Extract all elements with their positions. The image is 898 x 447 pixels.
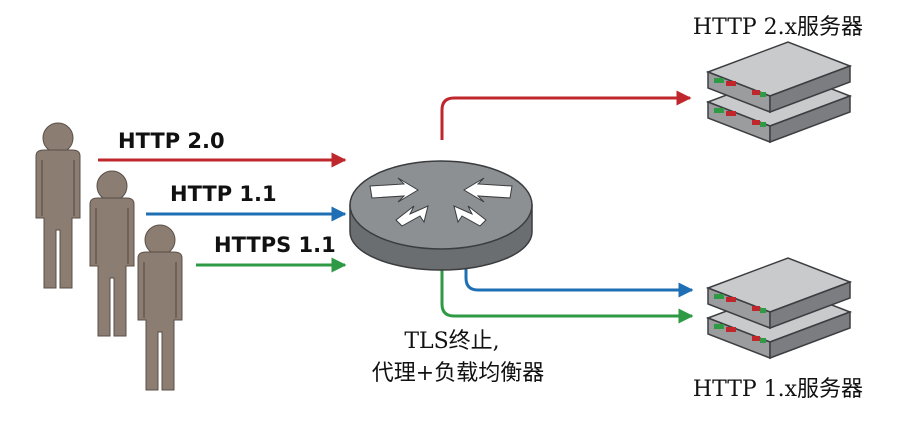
server-stack-icon-top bbox=[707, 41, 851, 143]
server-label-top: HTTP 2.x服务器 bbox=[693, 15, 863, 40]
user-group-icon bbox=[35, 122, 183, 391]
router-icon bbox=[349, 160, 533, 271]
protocol-label-http11: HTTP 1.1 bbox=[170, 182, 277, 206]
person-figure bbox=[137, 224, 183, 391]
arrow-to-http2-server bbox=[440, 90, 692, 140]
server-stack-icon-bottom bbox=[707, 257, 851, 359]
person-figure bbox=[89, 170, 135, 337]
protocol-label-https11: HTTPS 1.1 bbox=[214, 233, 336, 257]
arrow-to-http1-server-green bbox=[440, 262, 694, 324]
server-label-bottom: HTTP 1.x服务器 bbox=[693, 377, 863, 402]
protocol-label-http2: HTTP 2.0 bbox=[118, 129, 225, 153]
proxy-label-line1: TLS终止, bbox=[404, 329, 499, 354]
person-figure bbox=[35, 122, 81, 289]
arrow-to-http1-server-blue bbox=[464, 262, 694, 298]
proxy-label-line2: 代理+负载均衡器 bbox=[372, 361, 544, 386]
